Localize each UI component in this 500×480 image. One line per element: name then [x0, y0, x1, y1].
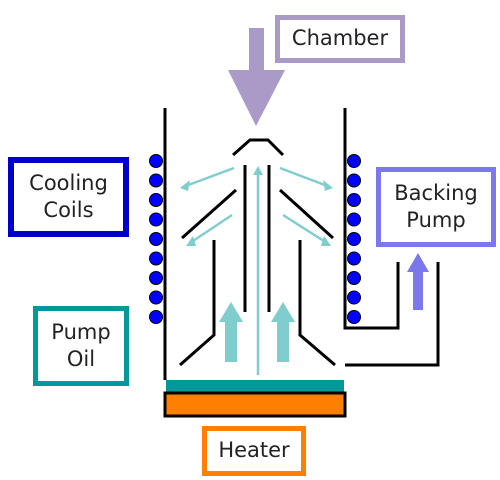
- chamber-inlet-arrow: [228, 28, 285, 126]
- vapor-arrowheads: [180, 166, 333, 246]
- left-upper-skirt: [181, 188, 237, 240]
- pump-body-outline: [163, 108, 440, 380]
- left-coil-turn: [149, 271, 163, 285]
- left-coil-turn: [149, 251, 163, 266]
- backing-pump-exhaust-arrow: [407, 253, 429, 310]
- right-coil-turn: [347, 290, 361, 305]
- left-coil-turn: [149, 154, 163, 168]
- left-coil-turn: [149, 212, 163, 227]
- right-upper-skirt: [278, 188, 335, 240]
- left-coil-turn: [149, 193, 163, 207]
- left-coil-turn: [149, 232, 163, 246]
- vapor-arrow-upper-left: [182, 166, 235, 189]
- right-coil-turn: [347, 154, 361, 168]
- right-coil-turn: [347, 212, 361, 227]
- backing-pump-label: Backing Pump: [376, 167, 496, 247]
- right-coil-turn: [347, 310, 361, 324]
- right-lower-skirt: [298, 240, 336, 367]
- right-coil-turn: [347, 173, 361, 188]
- jet-cap: [232, 138, 285, 157]
- pump-oil-layer: [166, 380, 344, 392]
- rising-vapor-thick-arrows: [219, 302, 295, 362]
- backing-duct-outer: [345, 262, 440, 367]
- heater-block: [163, 391, 347, 418]
- cooling-coils: [149, 154, 361, 324]
- right-coil-turn: [347, 232, 361, 246]
- left-coil-turn: [149, 290, 163, 305]
- right-coil-turn: [347, 251, 361, 266]
- vapor-arrow-upper-right: [279, 166, 331, 189]
- chamber-label: Chamber: [275, 15, 405, 63]
- vapor-arrow-mid-left: [189, 213, 233, 245]
- left-coil-turn: [149, 173, 163, 188]
- cooling-coils-label: Cooling Coils: [8, 157, 129, 237]
- heater-label: Heater: [202, 426, 306, 476]
- right-wall-backing-duct-inner: [343, 108, 400, 330]
- pump-oil-label: Pump Oil: [33, 306, 129, 386]
- vapor-arrow-mid-right: [282, 213, 328, 245]
- left-coil-turn: [149, 310, 163, 324]
- right-coil-turn: [347, 271, 361, 285]
- left-lower-skirt: [179, 240, 216, 367]
- vapor-flow-arrows: [182, 166, 331, 375]
- right-coil-turn: [347, 193, 361, 207]
